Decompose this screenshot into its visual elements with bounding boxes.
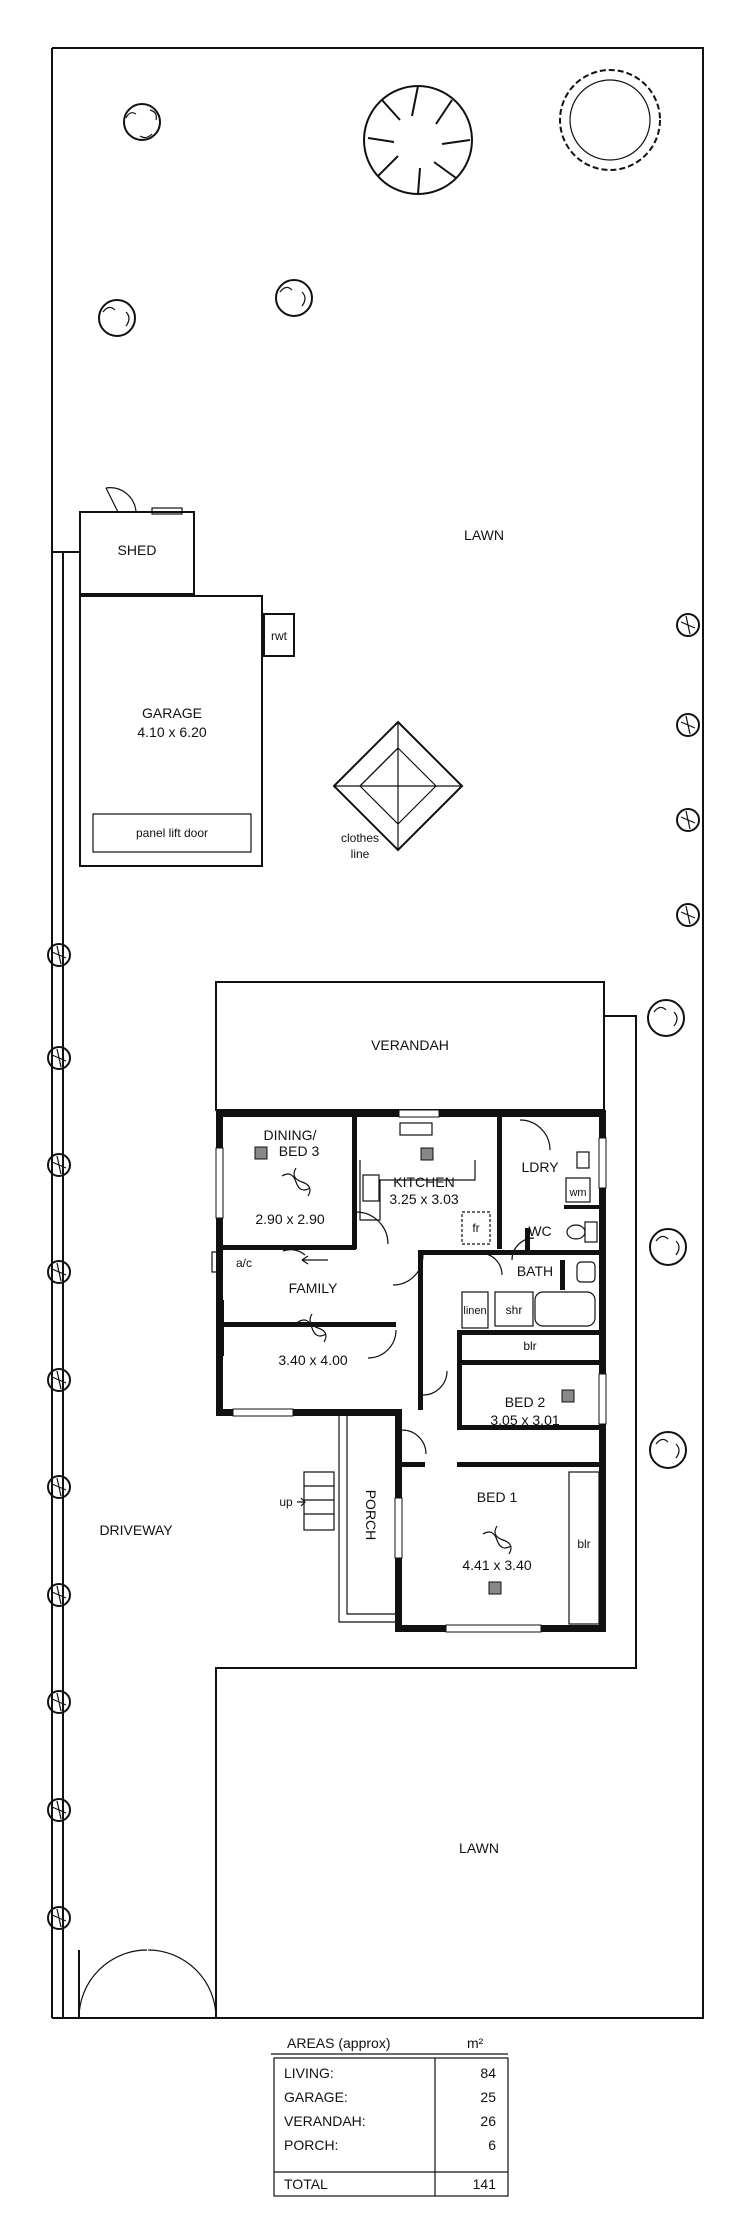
bed1-label: BED 1: [477, 1489, 518, 1505]
ac-label: a/c: [236, 1256, 252, 1270]
clothes-line-label-1: clothes: [341, 831, 379, 845]
area-total-value: 141: [473, 2176, 497, 2192]
shower-label: shr: [506, 1303, 523, 1317]
tree-icon: [98, 299, 136, 337]
area-row-value: 84: [480, 2065, 496, 2081]
tree-icon: [47, 943, 71, 967]
up-label: up: [279, 1495, 293, 1509]
windows: [215, 1109, 607, 1633]
tree-icon: [47, 1906, 71, 1930]
areas-unit: m²: [467, 2035, 484, 2051]
area-row-value: 6: [488, 2137, 496, 2153]
shed: SHED: [79, 487, 195, 595]
porch: [297, 1416, 395, 1623]
wc-label: WC: [528, 1223, 551, 1239]
tree-icon: [649, 1228, 687, 1266]
fridge-label: fr: [472, 1221, 479, 1235]
dining-label-1: DINING/: [264, 1127, 317, 1143]
laundry-label: LDRY: [521, 1159, 559, 1175]
light-fitting-icon: [281, 1167, 311, 1197]
kitchen-label: KITCHEN: [393, 1174, 454, 1190]
tree-icon: [559, 69, 661, 171]
driveway-label: DRIVEWAY: [99, 1522, 173, 1538]
tree-icon: [676, 903, 700, 927]
tree-icon: [47, 1798, 71, 1822]
area-row-value: 26: [480, 2113, 496, 2129]
porch-label: PORCH: [363, 1490, 379, 1541]
tree-icon: [47, 1690, 71, 1714]
tree-icon: [47, 1260, 71, 1284]
rwt-label: rwt: [271, 629, 288, 643]
area-row-label: GARAGE:: [284, 2089, 348, 2105]
area-row-label: PORCH:: [284, 2137, 338, 2153]
area-row-value: 25: [480, 2089, 496, 2105]
bed2-size: 3.05 x 3.01: [490, 1412, 559, 1428]
kitchen-bench: [359, 1122, 491, 1245]
light-fitting-icon: [482, 1525, 512, 1555]
tree-icon: [47, 1475, 71, 1499]
light-fitting-icon: [297, 1313, 327, 1343]
tree-icon: [647, 999, 685, 1037]
tree-icon: [275, 279, 313, 317]
tree-icon: [47, 1153, 71, 1177]
tree-icon: [47, 1046, 71, 1070]
area-row-label: LIVING:: [284, 2065, 334, 2081]
bed2-robe-label: blr: [523, 1339, 536, 1353]
areas-table: AREAS (approx) m² LIVING: 84 GARAGE: 25 …: [271, 2035, 509, 2197]
tree-icon: [47, 1583, 71, 1607]
bath-label: BATH: [517, 1263, 553, 1279]
washing-machine-label: wm: [568, 1187, 586, 1199]
family-label: FAMILY: [289, 1280, 338, 1296]
tree-icon: [676, 808, 700, 832]
lawn-north-label: LAWN: [464, 527, 504, 543]
lawn-south-label: LAWN: [459, 1840, 499, 1856]
site-boundary: [51, 47, 704, 2019]
tree-icon: [47, 1368, 71, 1392]
verandah-label: VERANDAH: [371, 1037, 449, 1053]
dining-size: 2.90 x 2.90: [255, 1211, 324, 1227]
family-size: 3.40 x 4.00: [278, 1352, 347, 1368]
clothes-line-label-2: line: [351, 847, 370, 861]
tree-icon: [676, 613, 700, 637]
bed1-size: 4.41 x 3.40: [462, 1557, 531, 1573]
area-total-label: TOTAL: [284, 2176, 328, 2192]
tree-icon: [363, 85, 473, 195]
linen-label: linen: [463, 1305, 486, 1317]
tree-icon: [649, 1431, 687, 1469]
garage-size: 4.10 x 6.20: [137, 724, 206, 740]
bed1-robe-label: blr: [577, 1537, 590, 1551]
garage-label: GARAGE: [142, 705, 202, 721]
area-row-label: VERANDAH:: [284, 2113, 366, 2129]
door-swings: [282, 1119, 551, 1455]
kitchen-size: 3.25 x 3.03: [389, 1191, 458, 1207]
front-gates: [78, 1949, 217, 2019]
clothes-line: clothes line: [332, 720, 464, 861]
bed2-label: BED 2: [505, 1394, 546, 1410]
panel-lift-door-label: panel lift door: [136, 826, 208, 840]
areas-title: AREAS (approx): [287, 2035, 390, 2051]
verandah: VERANDAH: [215, 981, 605, 1111]
dining-label-2: BED 3: [279, 1143, 320, 1159]
tree-icon: [676, 713, 700, 737]
tree-icon: [123, 103, 161, 141]
garage: rwt GARAGE 4.10 x 6.20 panel lift door: [79, 595, 295, 867]
shed-label: SHED: [118, 542, 157, 558]
